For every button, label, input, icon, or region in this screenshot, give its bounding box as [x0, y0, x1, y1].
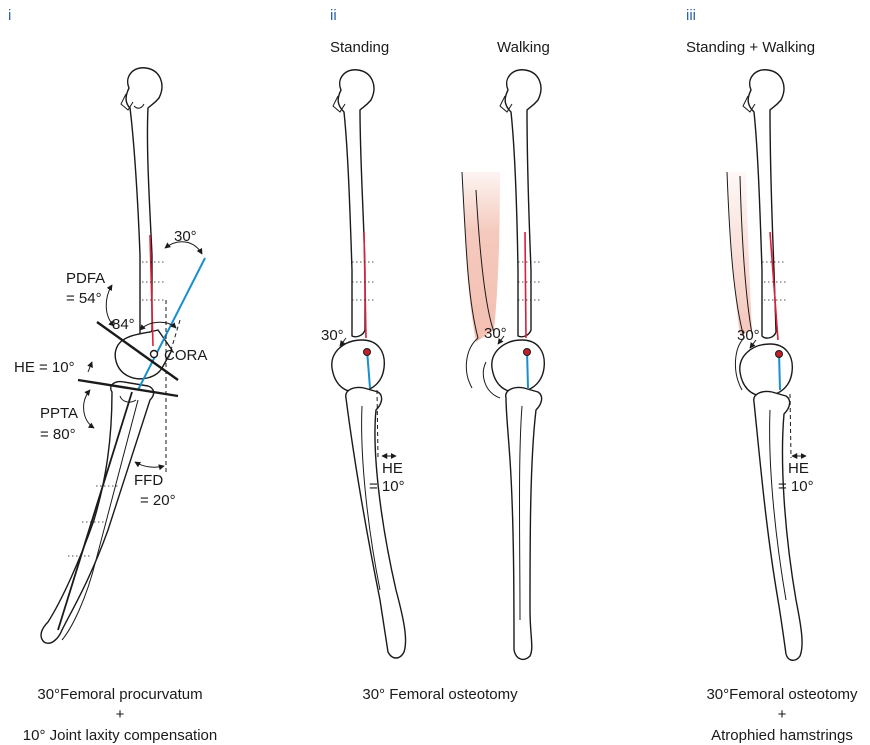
cora-point: [149, 349, 159, 359]
label-84: 84°: [112, 316, 135, 333]
caption-i: 30°Femoral procurvatum + 10° Joint laxit…: [23, 686, 217, 744]
label-pdfa: PDFA: [66, 270, 105, 287]
subtitle-standing: Standing: [330, 39, 389, 56]
panel-number-iii: iii: [686, 7, 696, 24]
panel-ii: ii Standing Walking 30° HE = 10°: [321, 7, 550, 703]
label-ppta-value: = 80°: [40, 426, 76, 443]
femur-i: [120, 67, 163, 338]
svg-text:+: +: [778, 706, 787, 723]
svg-text:30°Femoral procurvatum: 30°Femoral procurvatum: [37, 686, 202, 703]
label-pdfa-value: = 54°: [66, 290, 102, 307]
label-he-ii: HE: [382, 460, 403, 477]
caption-iii: 30°Femoral osteotomy + Atrophied hamstri…: [706, 686, 858, 744]
label-30-standing: 30°: [321, 327, 344, 344]
label-ffd-value: = 20°: [140, 492, 176, 509]
label-he-iii: HE: [788, 460, 809, 477]
svg-text:30°Femoral osteotomy: 30°Femoral osteotomy: [706, 686, 858, 703]
panel-i: i: [8, 7, 217, 744]
label-ppta: PPTA: [40, 405, 78, 422]
label-he-value-ii: = 10°: [369, 478, 405, 495]
leg-walking: 30°: [461, 69, 545, 661]
panel-iii: iii Standing + Walking 30° HE = 10°: [686, 7, 858, 744]
subtitle-standing-walking: Standing + Walking: [686, 39, 815, 56]
label-ffd: FFD: [134, 472, 163, 489]
leg-standing: 30° HE = 10°: [321, 69, 407, 659]
hamstring-muscle-atrophied: [728, 172, 752, 336]
panel-number-ii: ii: [330, 7, 337, 24]
tibial-axis-i: [57, 391, 133, 631]
svg-text:Atrophied hamstrings: Atrophied hamstrings: [711, 727, 853, 744]
proximal-tibia-joint-line: [77, 378, 179, 398]
distal-femur-joint-line: [96, 321, 179, 381]
svg-text:10° Joint laxity compensation: 10° Joint laxity compensation: [23, 727, 217, 744]
leg-atrophied: 30° HE = 10°: [726, 69, 814, 661]
panel-number-i: i: [8, 7, 11, 24]
label-30-walking: 30°: [484, 325, 507, 342]
caption-ii: 30° Femoral osteotomy: [362, 686, 518, 703]
svg-text:+: +: [116, 706, 125, 723]
label-he-i: HE = 10°: [14, 359, 75, 376]
label-30-i: 30°: [174, 228, 197, 245]
label-cora: CORA: [164, 347, 207, 364]
subtitle-walking: Walking: [497, 39, 550, 56]
label-30-iii: 30°: [737, 327, 760, 344]
label-he-value-iii: = 10°: [778, 478, 814, 495]
